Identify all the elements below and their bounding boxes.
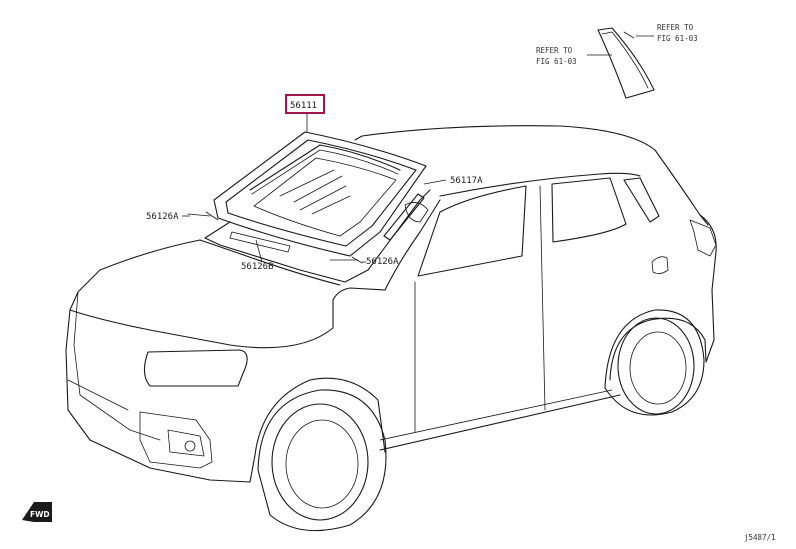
- callout-56126a-right[interactable]: 56126A: [366, 257, 399, 267]
- refer-upper-line2[interactable]: FIG 61-03: [657, 34, 698, 43]
- callout-56126b[interactable]: 56126B: [241, 262, 274, 272]
- clip-right: [329, 256, 363, 264]
- side-molding-right: [383, 193, 425, 241]
- fwd-arrow-icon: FWD: [22, 502, 52, 522]
- vehicle-body: [65, 125, 717, 483]
- part-number-56111-callout[interactable]: 56111: [285, 94, 325, 114]
- refer-left-line1[interactable]: REFER TO: [536, 46, 573, 55]
- quarter-glass-reference-part: [597, 27, 655, 99]
- callout-56117a[interactable]: 56117A: [450, 176, 483, 186]
- callout-56126a-left[interactable]: 56126A: [146, 212, 179, 222]
- clip-left: [187, 211, 219, 221]
- part-number-highlight-box: [285, 94, 325, 114]
- part-number-56111[interactable]: 56111: [290, 101, 317, 111]
- refer-upper-line1[interactable]: REFER TO: [657, 23, 694, 32]
- rear-wheel: [604, 309, 705, 416]
- drawing-id: j5487/1: [744, 533, 776, 542]
- front-wheel: [257, 389, 387, 532]
- fwd-label: FWD: [30, 510, 50, 519]
- windshield-dam-lower: [229, 231, 291, 253]
- refer-left-line2[interactable]: FIG 61-03: [536, 57, 577, 66]
- windshield-glass: [213, 131, 427, 257]
- windshield-molding-upper: [249, 144, 401, 195]
- leader-lines: [182, 35, 654, 263]
